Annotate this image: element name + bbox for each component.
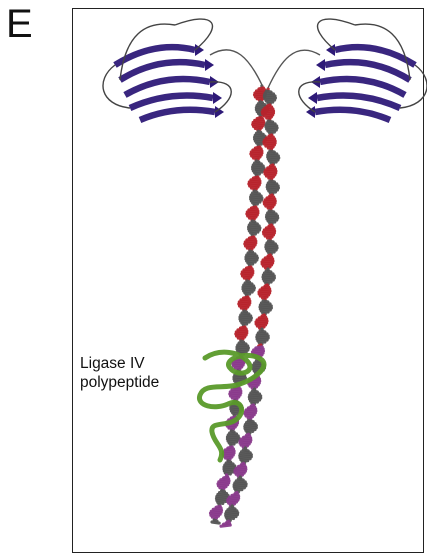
ligase-label-line2: polypeptide <box>80 374 159 393</box>
left-globular-domain <box>103 19 262 120</box>
right-globular-domain <box>268 19 427 120</box>
ligase-label-line1: Ligase IV <box>80 355 159 374</box>
ligase-iv-label: Ligase IV polypeptide <box>80 355 159 392</box>
